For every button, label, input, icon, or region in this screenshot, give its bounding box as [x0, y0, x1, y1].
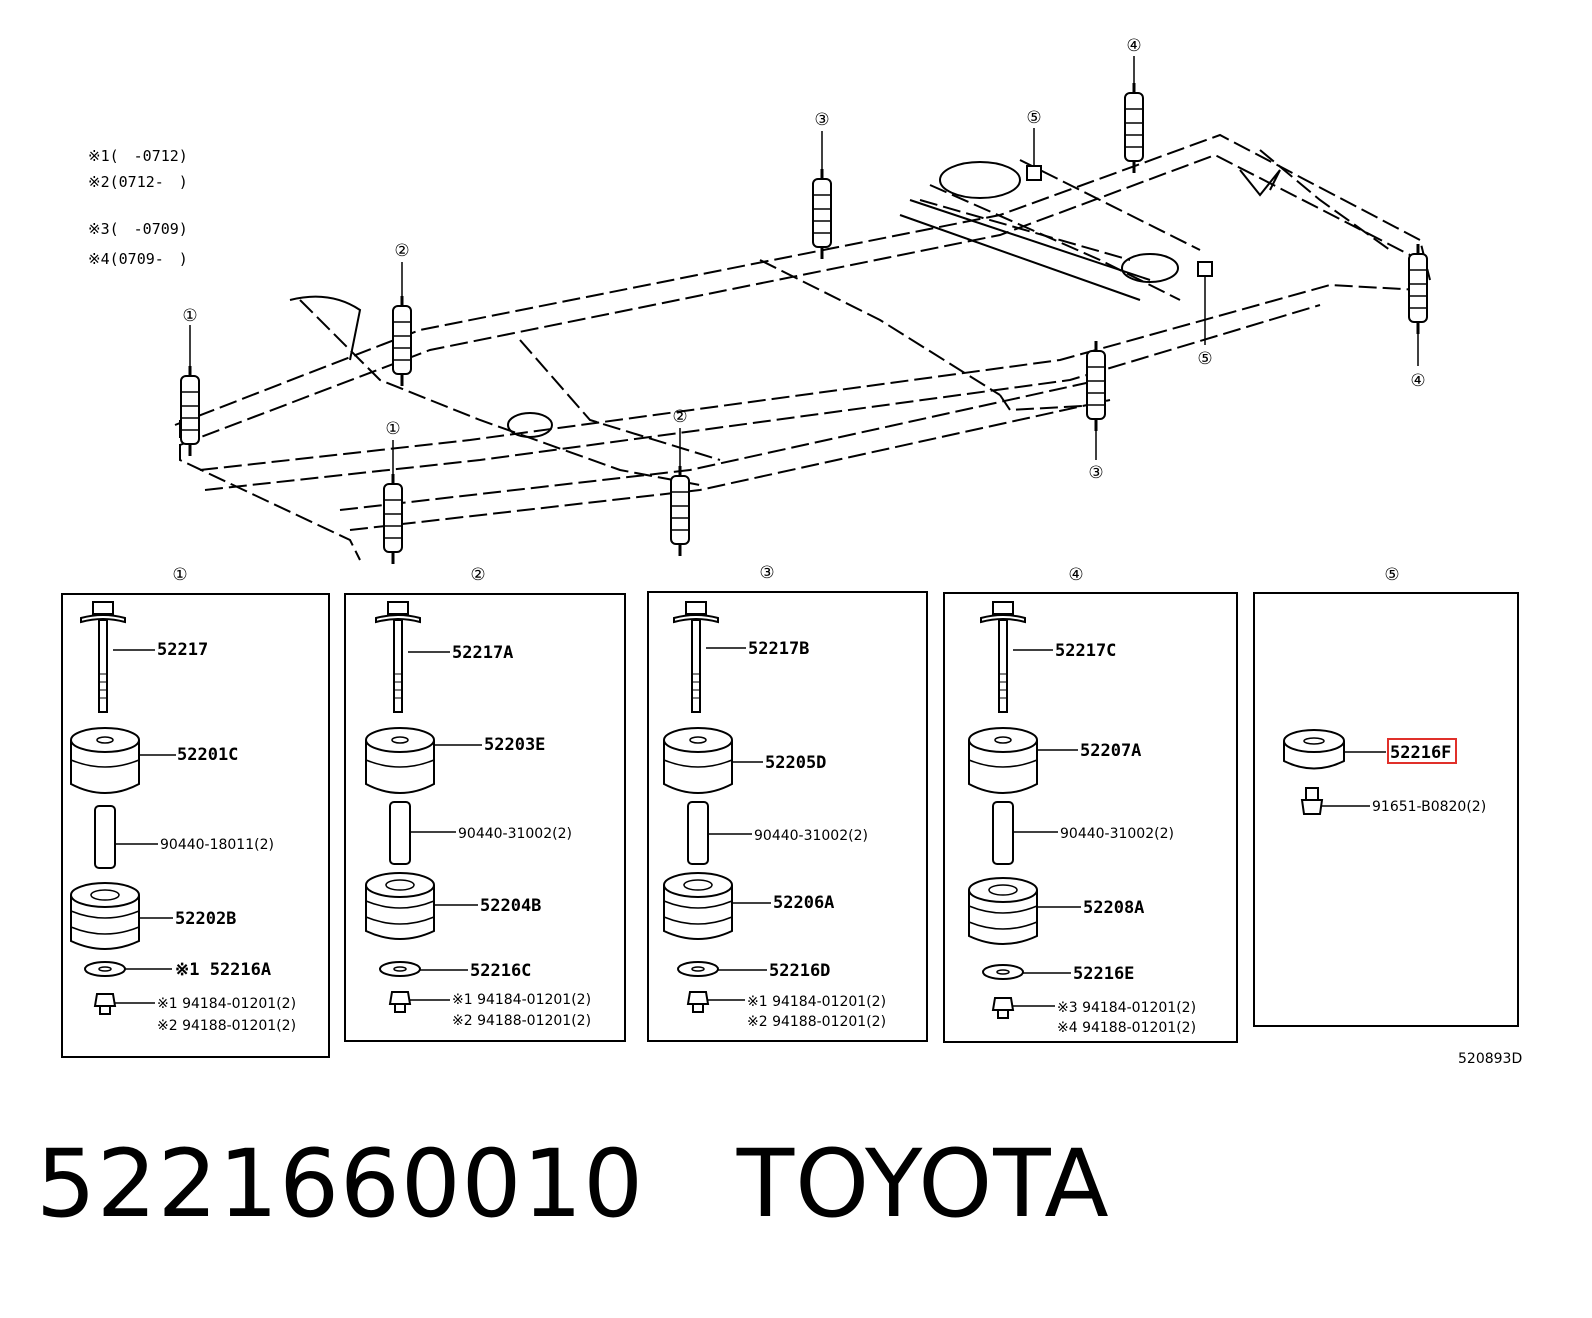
section-4-nut1-label: ※3 94184-01201(2)	[1057, 1000, 1196, 1016]
frame-callouts: ① ① ② ② ③ ③ ④ ④ ⑤ ⑤	[182, 36, 1425, 483]
note-2: ※2(0712- )	[88, 173, 188, 191]
section-3-lower-label: 52206A	[773, 893, 834, 913]
section-2-upper-label: 52203E	[484, 735, 545, 755]
section-1-nut2-label: ※2 94188-01201(2)	[157, 1018, 296, 1034]
section-3-box	[647, 591, 928, 1042]
section-4-box	[943, 592, 1238, 1043]
callout-1-front: ①	[385, 419, 400, 439]
note-3: ※3( -0709)	[88, 220, 188, 238]
figure-code: 520893D	[1458, 1051, 1522, 1067]
section-5-highlight-box	[1387, 738, 1457, 764]
callout-4-lower: ④	[1410, 371, 1425, 391]
section-4-lower-label: 52208A	[1083, 898, 1144, 918]
section-4: 52217C 52207A 90440-31002(2) 52208A 5221…	[968, 601, 1196, 1036]
section-1-number: ①	[172, 565, 187, 585]
callout-2-upper: ②	[394, 241, 409, 261]
section-3-nut2-label: ※2 94188-01201(2)	[747, 1014, 886, 1030]
callout-2-lower: ②	[672, 407, 687, 427]
section-4-nut2-label: ※4 94188-01201(2)	[1057, 1020, 1196, 1036]
brand-name: TOYOTA	[736, 1130, 1110, 1239]
section-4-sleeve-label: 90440-31002(2)	[1060, 826, 1174, 842]
note-4: ※4(0709- )	[88, 250, 188, 268]
section-5: 52216F 91651-B0820(2)	[1283, 729, 1486, 815]
section-headers: ① ② ③ ④ ⑤	[172, 563, 1399, 585]
section-5-cushion-label: 52216F	[1390, 743, 1451, 763]
section-4-washer-label: 52216E	[1073, 964, 1134, 984]
section-5-box	[1253, 592, 1519, 1027]
note-1: ※1( -0712)	[88, 147, 188, 165]
section-3-bolt-label: 52217B	[748, 639, 809, 659]
section-2-number: ②	[470, 565, 485, 585]
section-1-nut1-label: ※1 94184-01201(2)	[157, 996, 296, 1012]
callout-1-left: ①	[182, 306, 197, 326]
part-number: 5221660010	[36, 1130, 645, 1239]
section-3: 52217B 52205D 90440-31002(2) 52206A 5221…	[663, 601, 886, 1030]
section-1-upper-label: 52201C	[177, 745, 238, 765]
product-caption: 5221660010 TOYOTA	[36, 1130, 1110, 1239]
callout-4-upper: ④	[1126, 36, 1141, 56]
callout-5-lower: ⑤	[1197, 349, 1212, 369]
section-2-washer-label: 52216C	[470, 961, 531, 981]
section-2-lower-label: 52204B	[480, 896, 541, 916]
section-5-number: ⑤	[1384, 565, 1399, 585]
section-3-upper-label: 52205D	[765, 753, 826, 773]
section-3-nut1-label: ※1 94184-01201(2)	[747, 994, 886, 1010]
section-1-bolt-label: 52217	[157, 640, 208, 660]
notes: ※1( -0712) ※2(0712- ) ※3( -0709) ※4(0709…	[88, 147, 188, 268]
section-4-number: ④	[1068, 565, 1083, 585]
section-1-washer-label: ※1 52216A	[175, 960, 271, 980]
section-3-number: ③	[759, 563, 774, 583]
section-2-nut2-label: ※2 94188-01201(2)	[452, 1013, 591, 1029]
section-2-bolt-label: 52217A	[452, 643, 513, 663]
section-1-sleeve-label: 90440-18011(2)	[160, 837, 274, 853]
section-2: 52217A 52203E 90440-31002(2) 52204B 5221…	[365, 601, 591, 1029]
section-2-nut1-label: ※1 94184-01201(2)	[452, 992, 591, 1008]
section-2-box	[344, 593, 626, 1042]
callout-5-upper: ⑤	[1026, 108, 1041, 128]
frame-illustration	[174, 133, 1431, 561]
section-boxes	[61, 591, 1519, 1058]
section-1-box	[61, 593, 330, 1058]
section-2-sleeve-label: 90440-31002(2)	[458, 826, 572, 842]
section-3-washer-label: 52216D	[769, 961, 830, 981]
callout-3-upper: ③	[814, 110, 829, 130]
frame-mounts	[179, 56, 1429, 566]
section-5-bolt-label: 91651-B0820(2)	[1372, 799, 1486, 815]
section-1-lower-label: 52202B	[175, 909, 236, 929]
section-1: 52217 52201C 90440-18011(2) 52202B ※1 52…	[70, 601, 296, 1034]
section-3-sleeve-label: 90440-31002(2)	[754, 828, 868, 844]
section-4-bolt-label: 52217C	[1055, 641, 1116, 661]
section-4-upper-label: 52207A	[1080, 741, 1141, 761]
callout-3-lower: ③	[1088, 463, 1103, 483]
frame-crossmembers	[289, 161, 1281, 438]
